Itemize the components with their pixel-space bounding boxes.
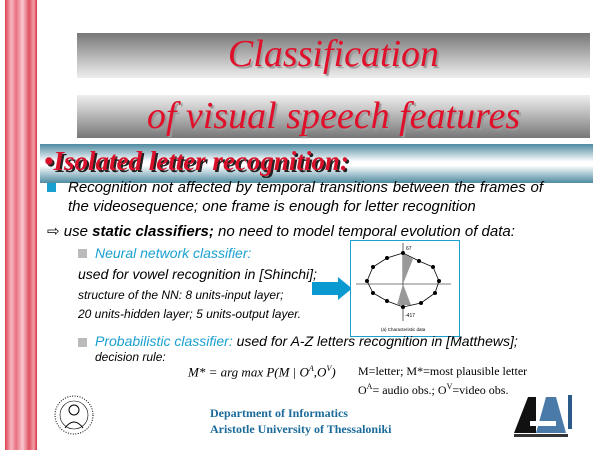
bullet-text: Recognition not affected by temporal tra… [68,179,543,215]
prob-label: Probabilistic classifier: [95,333,233,349]
department-name: Department of Informatics [210,406,348,420]
footer-affiliation: Department of Informatics Aristotle Univ… [210,405,391,437]
nn-line-3: 20 units-hidden layer; 5 units-output la… [78,307,302,321]
figure-caption: (a) Characteristic data [381,327,426,332]
nn-label: Neural network classifier: [95,245,252,261]
decision-formula: M* = arg max P(M | OA,OV) [188,364,336,380]
figure-top-label: 67 [406,246,412,252]
university-seal-icon [53,394,95,441]
title-line-2: of visual speech features [146,95,521,137]
point-rest: no need to model temporal evolution of d… [213,223,515,240]
legend-line-2: OA= audio obs.; OV=video obs. [358,382,509,397]
prob-line: Probabilistic classifier: used for A-Z l… [95,333,518,349]
figure-bottom-label: -417 [405,313,415,319]
title-band-2: of visual speech features [77,95,590,138]
point-bold: static classifiers; [92,223,214,240]
subtitle: •Isolated letter recognition: [44,146,349,176]
subtitle-bar [40,144,593,183]
hollow-arrow-icon: ⇨ [47,223,60,240]
formula-legend: M=letter; M*=most plausible letter OA= a… [358,364,527,398]
point-prefix: use [63,223,93,240]
title-band-1: Classification [77,33,590,78]
prob-rest: used for A-Z letters recognition in [Mat… [232,333,518,349]
bullet-square-icon [47,183,56,192]
aiia-logo [510,393,576,443]
lip-contour-diagram: 67 -417 (a) Characteristic data [356,243,451,332]
title-line-1: Classification [227,33,440,75]
nn-line-1: used for vowel recognition in [Shinchi]; [78,266,317,282]
lip-contour-figure: 67 -417 (a) Characteristic data [350,240,460,337]
decorative-stripe [5,0,37,450]
legend-line-1: M=letter; M*=most plausible letter [358,364,528,378]
sub-bullet-icon [78,249,87,258]
university-name: Aristotle University of Thessaloniki [210,422,392,436]
formula-text: M* = arg max P(M | O [188,364,309,380]
decision-rule-label: decision rule: [95,350,166,364]
nn-line-2: structure of the NN: 8 units-input layer… [78,288,284,302]
sub-bullet-icon [78,338,87,347]
static-classifier-point: ⇨ use static classifiers; no need to mod… [47,222,515,240]
